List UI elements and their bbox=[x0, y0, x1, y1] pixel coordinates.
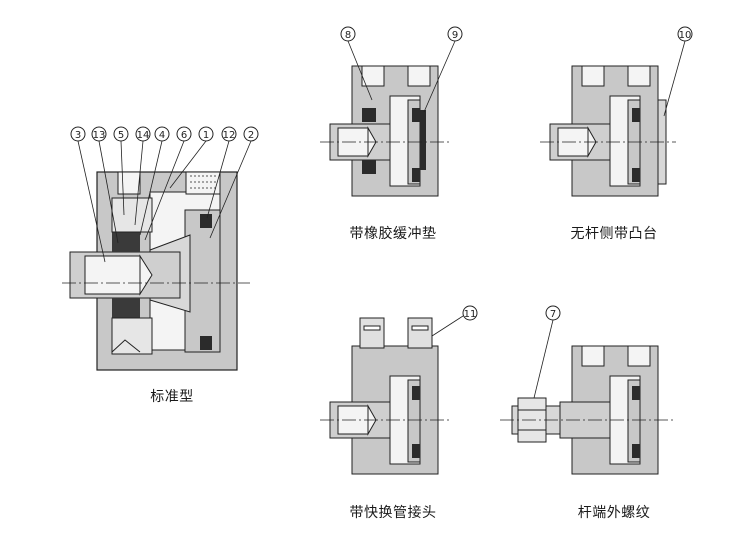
male-thread-view: 7 bbox=[500, 305, 676, 475]
label-1: 1 bbox=[169, 126, 214, 189]
caption-male-thread: 杆端外螺纹 bbox=[577, 505, 651, 521]
quick-fitting-view: 11 bbox=[320, 305, 478, 475]
svg-text:5: 5 bbox=[118, 130, 124, 141]
label-4: 4 bbox=[139, 126, 170, 236]
svg-text:3: 3 bbox=[75, 130, 81, 141]
rubber-bumper-view: 8 9 bbox=[320, 26, 463, 197]
svg-text:4: 4 bbox=[159, 130, 165, 141]
label-12: 12 bbox=[206, 126, 237, 219]
label-2: 2 bbox=[209, 126, 259, 239]
caption-rubber-bumper: 带橡胶缓冲垫 bbox=[349, 226, 437, 242]
svg-text:8: 8 bbox=[345, 30, 351, 41]
label-13: 13 bbox=[91, 126, 119, 244]
svg-text:14: 14 bbox=[137, 130, 150, 141]
svg-text:9: 9 bbox=[452, 30, 458, 41]
label-9: 9 bbox=[423, 26, 463, 113]
label-14: 14 bbox=[134, 126, 151, 226]
svg-text:2: 2 bbox=[248, 130, 254, 141]
label-8: 8 bbox=[340, 26, 373, 101]
svg-text:10: 10 bbox=[679, 30, 692, 41]
label-3: 3 bbox=[70, 126, 106, 263]
no-rod-boss-view: 10 bbox=[540, 26, 693, 197]
label-6: 6 bbox=[144, 126, 192, 241]
svg-text:6: 6 bbox=[181, 130, 187, 141]
svg-text:13: 13 bbox=[93, 130, 106, 141]
label-5: 5 bbox=[113, 126, 129, 216]
svg-text:12: 12 bbox=[223, 130, 236, 141]
caption-standard: 标准型 bbox=[150, 389, 194, 405]
svg-text:7: 7 bbox=[550, 309, 556, 320]
standard-view: 3 13 5 14 4 6 1 12 2 bbox=[62, 126, 259, 371]
svg-text:1: 1 bbox=[203, 130, 209, 141]
label-7: 7 bbox=[533, 305, 561, 399]
caption-quick-fitting: 带快换管接头 bbox=[349, 505, 437, 521]
caption-no-rod-boss: 无杆侧带凸台 bbox=[570, 226, 658, 242]
label-11: 11 bbox=[431, 305, 478, 337]
label-10: 10 bbox=[663, 26, 693, 117]
svg-text:11: 11 bbox=[464, 309, 477, 320]
